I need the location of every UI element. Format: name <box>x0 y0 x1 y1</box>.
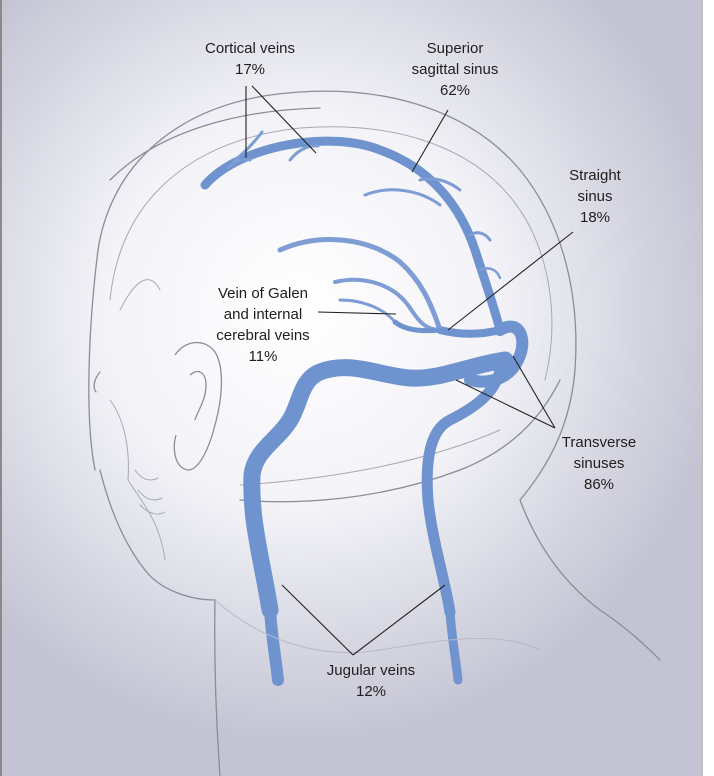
label-jugular-pct: 12% <box>355 683 387 700</box>
superior-sagittal-sinus <box>200 136 505 335</box>
tributary-6 <box>478 267 502 280</box>
tributary-4 <box>363 188 442 207</box>
jugular-vein-left <box>264 604 284 686</box>
label-jugular-veins: Jugular veins 12% <box>306 660 436 702</box>
venous-system <box>200 130 529 686</box>
label-superior-line2: sagittal sinus <box>411 61 499 78</box>
leader-lines <box>245 85 574 656</box>
transverse-sinus-other <box>421 364 506 618</box>
straight-sinus <box>436 326 504 338</box>
neck-shading <box>214 599 541 653</box>
label-cortical-pct: 17% <box>234 61 266 78</box>
tributary-1 <box>233 130 264 162</box>
galen-vein <box>392 319 443 334</box>
leader-straight <box>447 231 574 331</box>
tributary-7 <box>226 157 252 170</box>
label-cortical-name: Cortical veins <box>204 40 296 57</box>
label-transverse-line2: sinuses <box>573 455 625 472</box>
frame-right-border <box>702 0 714 776</box>
label-straight-line2: sinus <box>577 188 613 205</box>
label-straight-sinus: Straight sinus 18% <box>552 165 638 228</box>
label-jugular-name: Jugular veins <box>326 662 416 679</box>
head-outline <box>88 90 661 776</box>
label-galen-line3: cerebral veins <box>216 327 310 344</box>
label-galen-line2: and internal <box>223 306 303 323</box>
leader-cortical <box>245 85 317 158</box>
tributary-5 <box>468 231 492 242</box>
leader-galen <box>317 311 397 315</box>
tributary-3 <box>418 177 462 192</box>
sinus-confluence <box>464 320 529 388</box>
label-superior-sagittal-sinus: Superior sagittal sinus 62% <box>395 38 515 101</box>
cortical-vein-3 <box>338 298 397 324</box>
label-galen-line1: Vein of Galen <box>217 285 309 302</box>
transverse-sinus-main <box>243 351 514 619</box>
label-superior-pct: 62% <box>439 82 471 99</box>
cortical-vein-2 <box>333 277 442 332</box>
cortical-vein-1 <box>277 237 443 333</box>
label-transverse-line1: Transverse <box>561 434 637 451</box>
label-transverse-sinuses: Transverse sinuses 86% <box>550 432 648 495</box>
frame-left-border <box>0 0 2 776</box>
label-vein-of-galen: Vein of Galen and internal cerebral vein… <box>200 283 326 367</box>
label-cortical-veins: Cortical veins 17% <box>178 38 322 80</box>
jugular-vein-right <box>445 607 463 685</box>
tributary-2 <box>288 144 320 162</box>
skull-outline <box>109 126 553 561</box>
label-transverse-pct: 86% <box>583 476 615 493</box>
leader-superior <box>411 109 449 173</box>
label-galen-pct: 11% <box>248 348 278 365</box>
leader-jugular <box>281 584 446 656</box>
label-straight-pct: 18% <box>579 209 611 226</box>
label-straight-line1: Straight <box>569 167 621 184</box>
label-superior-line1: Superior <box>426 40 484 57</box>
ear <box>173 341 223 471</box>
leader-transverse <box>455 355 556 429</box>
